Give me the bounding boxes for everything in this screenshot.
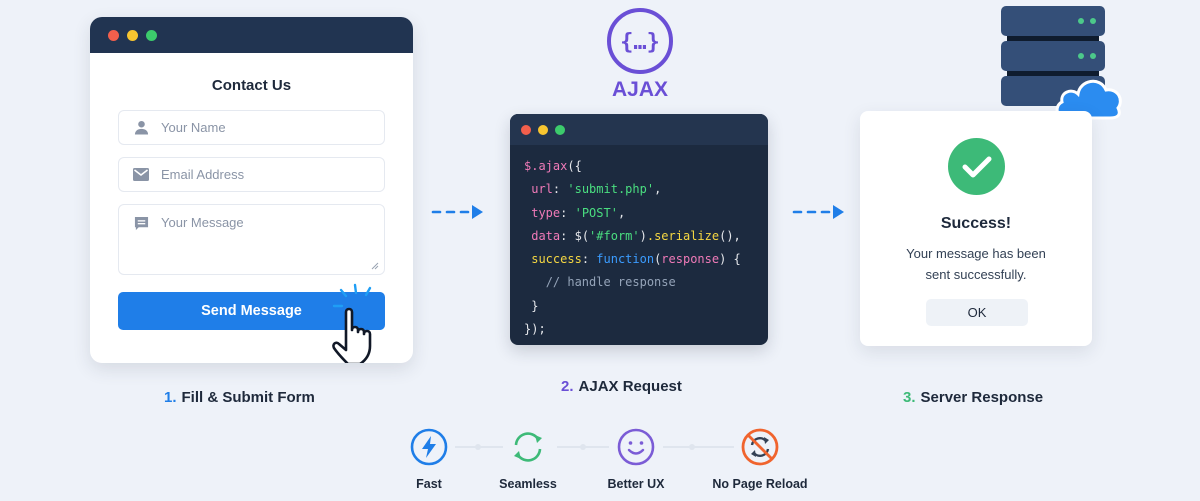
benefit-fast: Fast [374, 428, 484, 491]
benefit-better-ux: Better UX [581, 428, 691, 491]
code-line: }); [524, 322, 546, 337]
code-line: // handle response [545, 275, 676, 290]
code-line: data: $('#form').serialize(), [531, 228, 741, 243]
ok-button[interactable]: OK [926, 299, 1028, 326]
minimize-dot-icon [538, 124, 548, 135]
message-textarea[interactable]: Your Message [118, 204, 385, 275]
arrow-right-icon [792, 205, 844, 219]
svg-text:{…}: {…} [620, 30, 660, 55]
envelope-icon [133, 167, 149, 183]
code-window: $.ajax({ url: 'submit.php', type: 'POST'… [510, 114, 768, 345]
message-icon [133, 215, 149, 231]
email-input[interactable]: Email Address [118, 157, 385, 192]
form-title: Contact Us [211, 77, 292, 94]
benefit-seamless: Seamless [473, 428, 583, 491]
no-reload-icon [741, 428, 779, 466]
close-dot-icon [108, 29, 119, 41]
step-2-label: 2.AJAX Request [561, 378, 682, 395]
name-placeholder: Your Name [161, 120, 226, 135]
benefit-no-page-reload: No Page Reload [705, 428, 815, 491]
contact-form-window: Contact Us Your Name Email Address Your … [90, 17, 413, 363]
step-3-label: 3.Server Response [903, 389, 1044, 406]
code-line: type: 'POST', [531, 205, 626, 220]
cloud-icon [1055, 79, 1122, 120]
lightning-icon [410, 428, 448, 466]
pointer-hand-icon [332, 283, 372, 363]
email-placeholder: Email Address [161, 167, 245, 182]
maximize-dot-icon [555, 124, 565, 135]
connector-line [455, 444, 503, 450]
minimize-dot-icon [127, 29, 138, 41]
user-icon [133, 120, 149, 136]
connector-line [663, 444, 734, 450]
ajax-logo-text: AJAX [611, 78, 669, 101]
close-dot-icon [521, 124, 531, 135]
code-line: $.ajax({ [524, 159, 582, 173]
message-placeholder: Your Message [161, 215, 244, 230]
code-line: success: function(response) { [531, 252, 741, 267]
smiley-icon [617, 428, 655, 466]
code-block: $.ajax({ url: 'submit.php', type: 'POST'… [510, 145, 768, 341]
maximize-dot-icon [146, 29, 157, 41]
sync-icon [514, 432, 542, 462]
resize-handle-icon[interactable] [371, 262, 379, 270]
step-1-label: 1.Fill & Submit Form [164, 389, 315, 406]
code-titlebar [510, 114, 768, 145]
arrow-right-icon [431, 205, 483, 219]
success-message: Your message has been sent successfully. [906, 246, 1046, 282]
success-title: Success! [940, 215, 1012, 232]
connector-line [557, 444, 609, 450]
success-dialog: Success! Your message has been sent succ… [860, 111, 1092, 346]
code-line: } [531, 298, 539, 313]
send-message-button[interactable]: Send Message [118, 292, 385, 330]
name-input[interactable]: Your Name [118, 110, 385, 145]
window-titlebar [90, 17, 413, 53]
curly-braces-icon: {…} [607, 8, 673, 74]
checkmark-icon [948, 138, 1005, 195]
code-line: url: 'submit.php', [531, 182, 662, 197]
